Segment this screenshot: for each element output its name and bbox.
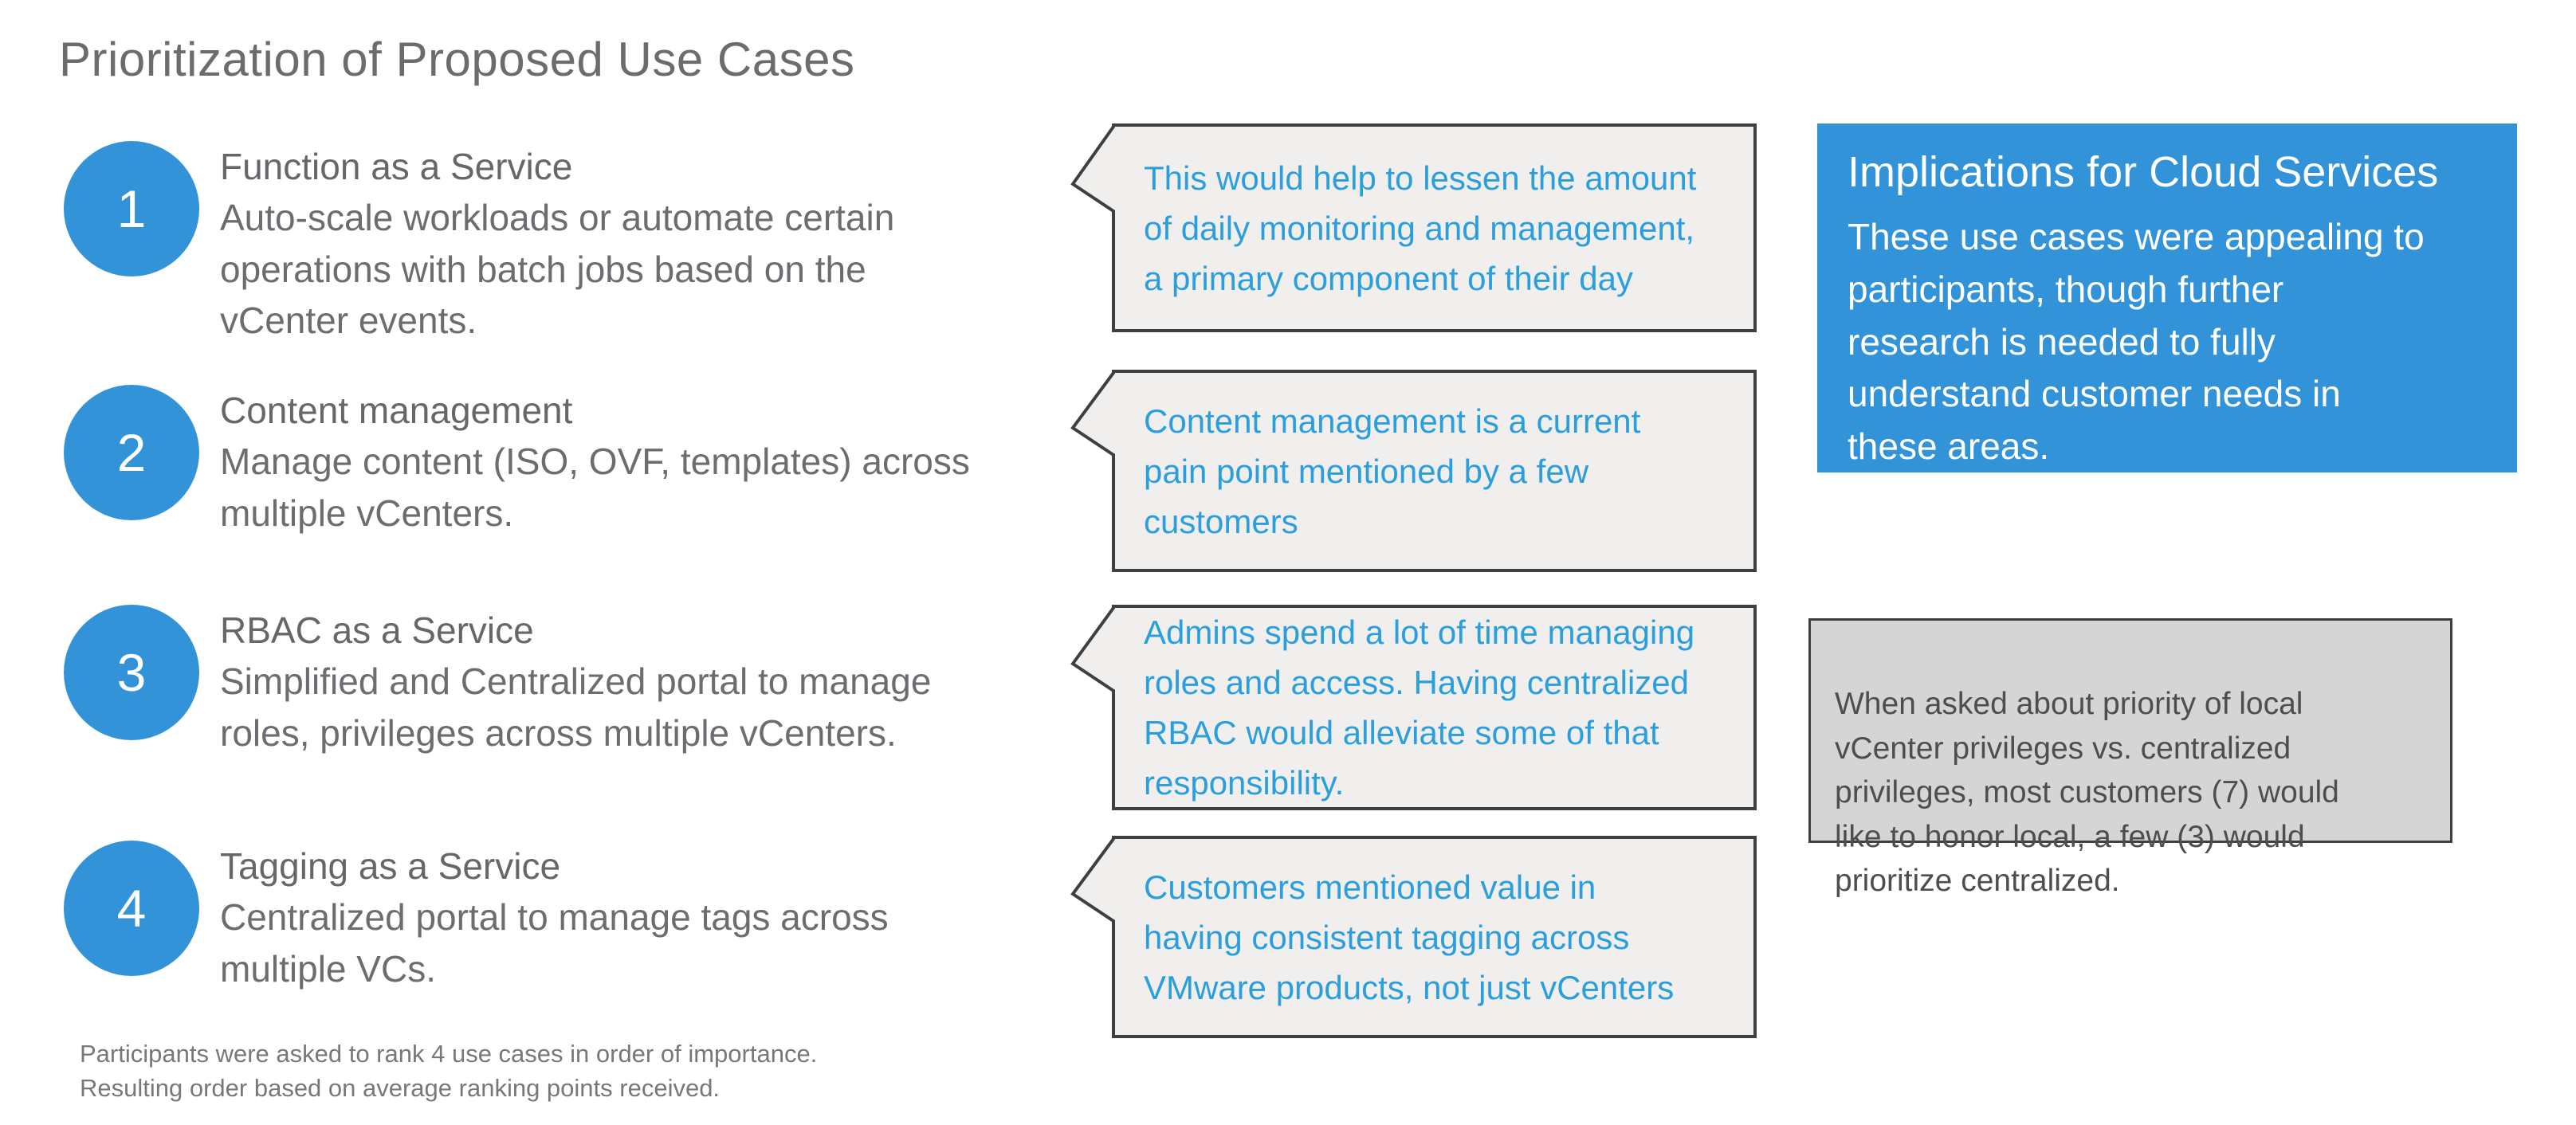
use-case-description: Simplified and Centralized portal to man… — [220, 660, 932, 754]
speech-bubble-shape — [1070, 836, 1757, 1038]
footnote-line-2: Resulting order based on average ranking… — [80, 1073, 721, 1102]
use-case-2: Content management Manage content (ISO, … — [220, 386, 1105, 539]
rank-number: 2 — [116, 423, 147, 482]
use-case-3: RBAC as a Service Simplified and Central… — [220, 606, 1105, 758]
implications-title: Implications for Cloud Services — [1848, 148, 2439, 196]
use-case-title: Content management — [220, 390, 573, 431]
rank-number: 1 — [116, 179, 147, 238]
callout-text: Content management is a current pain poi… — [1144, 402, 1641, 540]
implications-body: These use cases were appealing to partic… — [1848, 216, 2425, 468]
footnote-line-1: Participants were asked to rank 4 use ca… — [80, 1040, 818, 1068]
use-case-description: Centralized portal to manage tags across… — [220, 896, 889, 990]
use-case-description: Auto-scale workloads or automate certain… — [220, 197, 895, 342]
callout-text: Customers mentioned value in having cons… — [1144, 868, 1675, 1006]
page-title: Prioritization of Proposed Use Cases — [59, 33, 855, 86]
use-case-4: Tagging as a Service Centralized portal … — [220, 841, 1105, 994]
use-case-description: Manage content (ISO, OVF, templates) acr… — [220, 441, 970, 534]
rank-number: 4 — [116, 879, 147, 938]
speech-bubble-shape — [1070, 605, 1757, 810]
use-case-title: Tagging as a Service — [220, 845, 561, 887]
callout-bubble-4: Customers mentioned value in having cons… — [1070, 836, 1757, 1038]
implications-panel: Implications for Cloud Services These us… — [1817, 123, 2517, 472]
use-case-title: Function as a Service — [220, 146, 573, 187]
rank-badge-1: 1 — [64, 141, 199, 276]
footnote: Participants were asked to rank 4 use ca… — [80, 1037, 817, 1106]
priority-note-box: When asked about priority of local vCent… — [1808, 618, 2452, 898]
callout-text: This would help to lessen the amount of … — [1144, 159, 1697, 297]
rank-badge-3: 3 — [64, 605, 199, 740]
callout-bubble-3: Admins spend a lot of time managing role… — [1070, 605, 1757, 810]
callout-text: Admins spend a lot of time managing role… — [1144, 613, 1695, 802]
use-case-title: RBAC as a Service — [220, 610, 534, 651]
speech-bubble-shape — [1070, 370, 1757, 572]
callout-bubble-2: Content management is a current pain poi… — [1070, 370, 1757, 572]
speech-bubble-shape — [1070, 123, 1757, 332]
priority-note-text: When asked about priority of local vCent… — [1835, 687, 2339, 898]
rank-badge-2: 2 — [64, 385, 199, 520]
rank-badge-4: 4 — [64, 841, 199, 976]
use-case-1: Function as a Service Auto-scale workloa… — [220, 142, 1105, 347]
rank-number: 3 — [116, 643, 147, 702]
callout-bubble-1: This would help to lessen the amount of … — [1070, 123, 1757, 332]
